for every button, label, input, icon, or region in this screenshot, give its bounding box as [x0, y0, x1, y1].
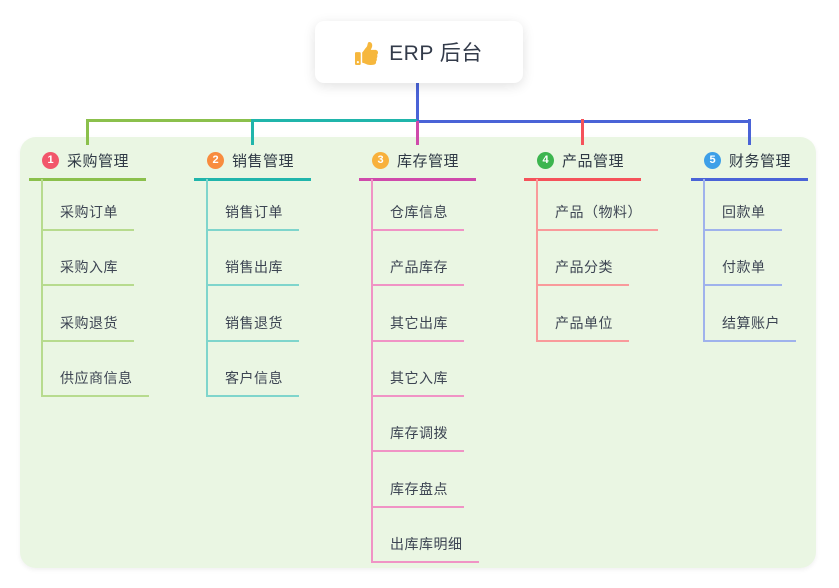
thumbs-up-icon — [355, 41, 379, 65]
branch-children-inventory: 仓库信息 产品库存 其它出库 其它入库 库存调拨 库存盘点 出库库明细 — [371, 179, 479, 563]
child-node[interactable]: 产品单位 — [538, 304, 629, 342]
child-node[interactable]: 其它入库 — [373, 359, 464, 397]
bus-segment-purchase — [86, 119, 253, 122]
child-node[interactable]: 采购入库 — [43, 248, 134, 286]
bus-segment-finance — [417, 120, 751, 123]
branch-children-product: 产品（物料） 产品分类 产品单位 — [536, 179, 658, 342]
bus-segment-sales — [252, 119, 417, 122]
child-node[interactable]: 回款单 — [705, 193, 782, 231]
branches-panel — [20, 137, 816, 568]
child-node[interactable]: 产品（物料） — [538, 193, 658, 231]
child-node[interactable]: 销售退货 — [208, 304, 299, 342]
drop-line-sales — [251, 119, 254, 145]
branch-children-finance: 回款单 付款单 结算账户 — [703, 179, 796, 342]
child-node[interactable]: 其它出库 — [373, 304, 464, 342]
branch-badge: 4 — [537, 152, 554, 169]
root-connector-line — [416, 83, 419, 122]
child-node[interactable]: 仓库信息 — [373, 193, 464, 231]
branch-label: 库存管理 — [397, 153, 460, 170]
child-node[interactable]: 销售出库 — [208, 248, 299, 286]
drop-line-purchase — [86, 119, 89, 145]
branch-header-finance[interactable]: 5 财务管理 — [691, 150, 808, 181]
root-node[interactable]: ERP 后台 — [315, 21, 523, 83]
child-node[interactable]: 产品库存 — [373, 248, 464, 286]
branch-children-purchase: 采购订单 采购入库 采购退货 供应商信息 — [41, 179, 149, 397]
drop-line-finance — [748, 119, 751, 145]
branch-children-sales: 销售订单 销售出库 销售退货 客户信息 — [206, 179, 299, 397]
branch-header-inventory[interactable]: 3 库存管理 — [359, 150, 476, 181]
child-node[interactable]: 库存调拨 — [373, 414, 464, 452]
child-node[interactable]: 采购退货 — [43, 304, 134, 342]
branch-label: 采购管理 — [67, 153, 130, 170]
child-node[interactable]: 采购订单 — [43, 193, 134, 231]
drop-line-inventory — [416, 121, 419, 145]
child-node[interactable]: 销售订单 — [208, 193, 299, 231]
branch-header-purchase[interactable]: 1 采购管理 — [29, 150, 146, 181]
child-node[interactable]: 客户信息 — [208, 359, 299, 397]
root-title: ERP 后台 — [389, 42, 483, 65]
child-node[interactable]: 产品分类 — [538, 248, 629, 286]
child-node[interactable]: 付款单 — [705, 248, 782, 286]
branch-label: 财务管理 — [729, 153, 792, 170]
branch-badge: 3 — [372, 152, 389, 169]
branch-label: 销售管理 — [232, 153, 295, 170]
child-node[interactable]: 库存盘点 — [373, 470, 464, 508]
branch-label: 产品管理 — [562, 153, 625, 170]
branch-header-sales[interactable]: 2 销售管理 — [194, 150, 311, 181]
child-node[interactable]: 出库库明细 — [373, 525, 479, 563]
child-node[interactable]: 结算账户 — [705, 304, 796, 342]
child-node[interactable]: 供应商信息 — [43, 359, 149, 397]
drop-line-product — [581, 119, 584, 145]
branch-badge: 5 — [704, 152, 721, 169]
branch-badge: 2 — [207, 152, 224, 169]
branch-badge: 1 — [42, 152, 59, 169]
branch-header-product[interactable]: 4 产品管理 — [524, 150, 641, 181]
